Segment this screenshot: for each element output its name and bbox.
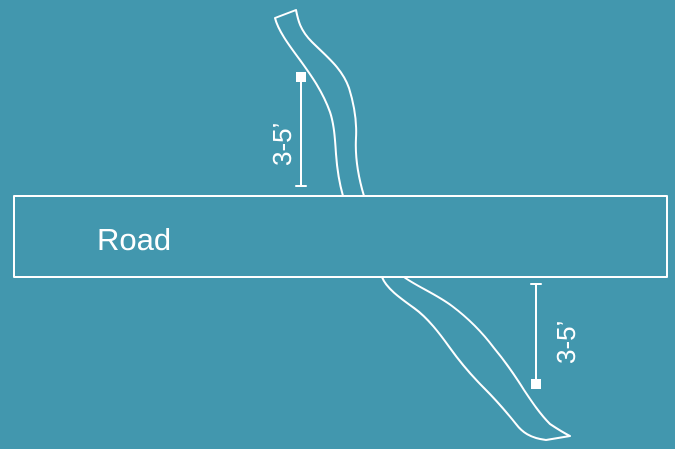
road-label: Road: [97, 222, 171, 257]
lower-channel-outline: [381, 276, 571, 441]
top-dimension-label: 3-5’: [267, 123, 297, 166]
bottom-dimension-end-square: [531, 379, 541, 389]
road-rectangle: [13, 195, 668, 278]
top-dimension-end-square: [296, 72, 306, 82]
bottom-dimension-label: 3-5’: [551, 321, 581, 364]
upper-channel-outline: [274, 9, 365, 197]
